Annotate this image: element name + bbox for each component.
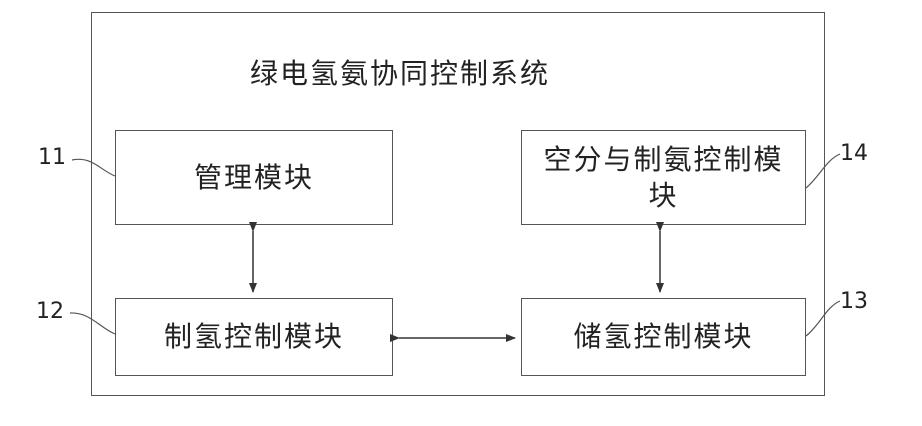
leader-line-14: [806, 154, 840, 188]
leader-line-12: [70, 313, 115, 334]
leader-line-13: [806, 301, 840, 336]
leader-line-11: [72, 159, 115, 176]
